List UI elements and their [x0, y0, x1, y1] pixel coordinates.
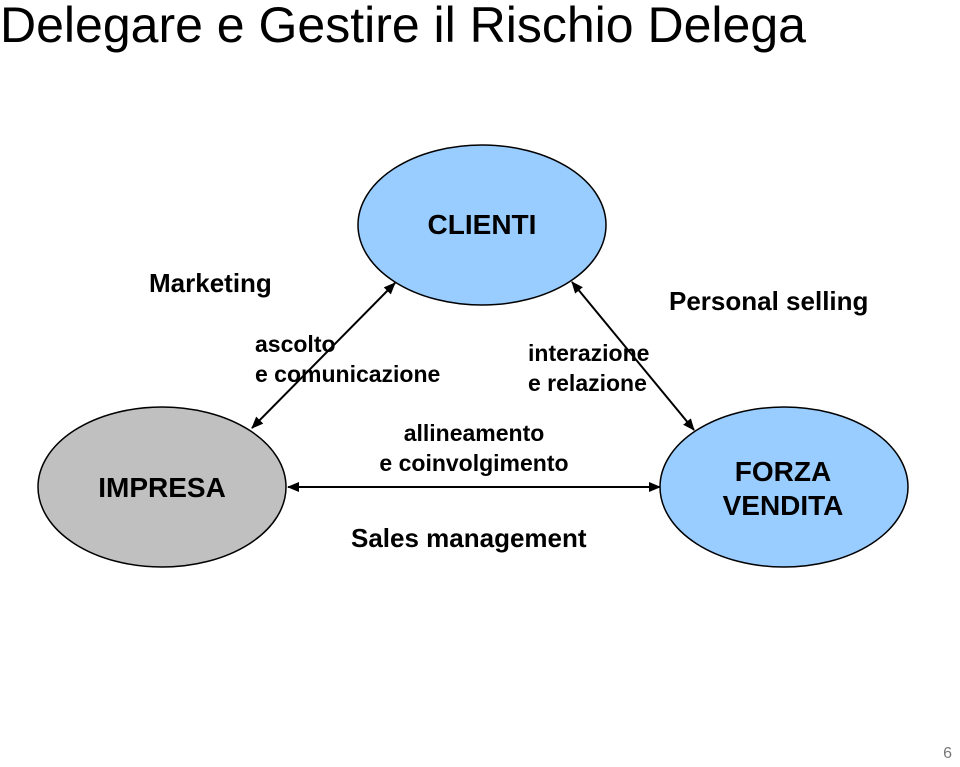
- node-forza-vendita-label-line2: VENDITA: [722, 489, 844, 521]
- edge-clienti-forza-vendita-line1: interazione: [528, 340, 650, 366]
- edge-impresa-forza-vendita-label: allineamento e coinvolgimento: [379, 419, 568, 479]
- edge-impresa-forza-vendita-line2: e coinvolgimento: [379, 449, 569, 476]
- edge-impresa-clienti: [251, 282, 396, 429]
- edge-impresa-clienti-label: ascolto e comunicazione: [255, 330, 440, 390]
- page-number: 6: [943, 745, 952, 762]
- edge-clienti-forza-vendita: [571, 281, 695, 431]
- edge-impresa-forza-vendita-line1: allineamento: [403, 420, 545, 446]
- area-personal-selling-label: Personal selling: [669, 286, 869, 316]
- node-clienti: [357, 144, 607, 306]
- node-impresa: [37, 406, 287, 568]
- slide-title: Delegare e Gestire il Rischio Delega: [0, 0, 806, 53]
- node-forza-vendita-label-line1: FORZA: [734, 456, 832, 487]
- edge-clienti-forza-vendita-line2: e relazione: [528, 369, 647, 396]
- node-forza-vendita: [659, 406, 909, 568]
- edge-impresa-clienti-line1: ascolto: [255, 331, 336, 357]
- node-impresa-label: IMPRESA: [98, 472, 226, 503]
- edge-clienti-forza-vendita-label: interazione e relazione: [528, 339, 649, 399]
- edge-impresa-clienti-line2: e comunicazione: [255, 360, 441, 387]
- area-marketing-label: Marketing: [149, 268, 272, 298]
- area-sales-management-label: Sales management: [351, 523, 587, 553]
- node-clienti-label: CLIENTI: [427, 209, 537, 240]
- node-forza-vendita-label: FORZA VENDITA: [723, 455, 844, 522]
